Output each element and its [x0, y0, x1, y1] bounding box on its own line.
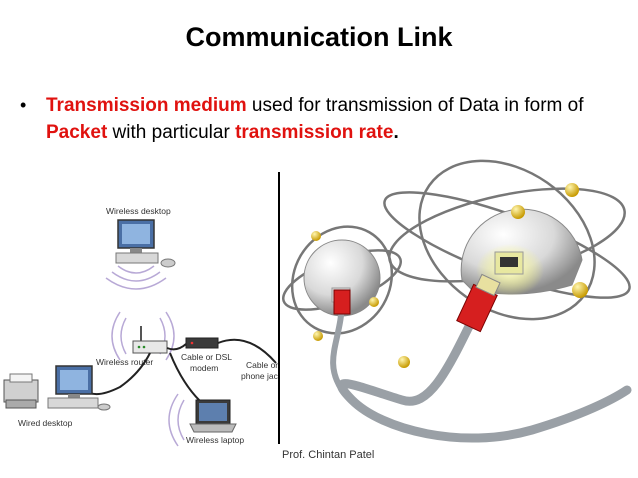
- label-cable-modem-line1: Cable or DSL: [181, 352, 232, 362]
- slide-title: Communication Link: [185, 22, 453, 52]
- wired-desktop-icon: [47, 365, 111, 411]
- label-wireless-laptop: Wireless laptop: [186, 435, 244, 445]
- bullet-text-segment: used for transmission of Data in form of: [246, 95, 584, 116]
- printer-icon: [3, 373, 39, 409]
- label-wireless-router: Wireless router: [96, 357, 153, 367]
- orbit-balls: [311, 183, 588, 368]
- bullet-text-segment: with particular: [107, 122, 236, 143]
- modem-icon: [185, 337, 219, 349]
- footer-author: Prof. Chintan Patel: [282, 449, 375, 461]
- label-phone-jack-line2: phone jack: [241, 371, 280, 381]
- label-phone-jack-line1: Cable or: [246, 360, 278, 370]
- label-cable-modem-line2: modem: [190, 363, 218, 373]
- rj45-connector-large-icon: [456, 273, 501, 333]
- ethernet-cable: [337, 295, 632, 443]
- label-wireless-desktop: Wireless desktop: [106, 206, 171, 216]
- rj45-connector-small-icon: [333, 289, 351, 315]
- bullet-dot-icon: •: [20, 95, 27, 115]
- term-transmission-medium: Transmission medium: [46, 95, 247, 116]
- term-packet: Packet: [46, 122, 108, 143]
- divider-line: [278, 172, 280, 444]
- bullet-text: Transmission medium used for transmissio…: [46, 92, 626, 146]
- term-transmission-rate: transmission rate: [235, 122, 394, 143]
- home-network-diagram: Wireless desktop Wireless router Cable o…: [3, 206, 280, 447]
- wireless-desktop-icon: [105, 219, 176, 290]
- wireless-laptop-icon: [168, 393, 237, 447]
- wireless-router-icon: [111, 311, 175, 361]
- network-link-illustration: [282, 159, 632, 443]
- label-wired-desktop: Wired desktop: [18, 418, 73, 428]
- bullet-period: .: [393, 122, 399, 143]
